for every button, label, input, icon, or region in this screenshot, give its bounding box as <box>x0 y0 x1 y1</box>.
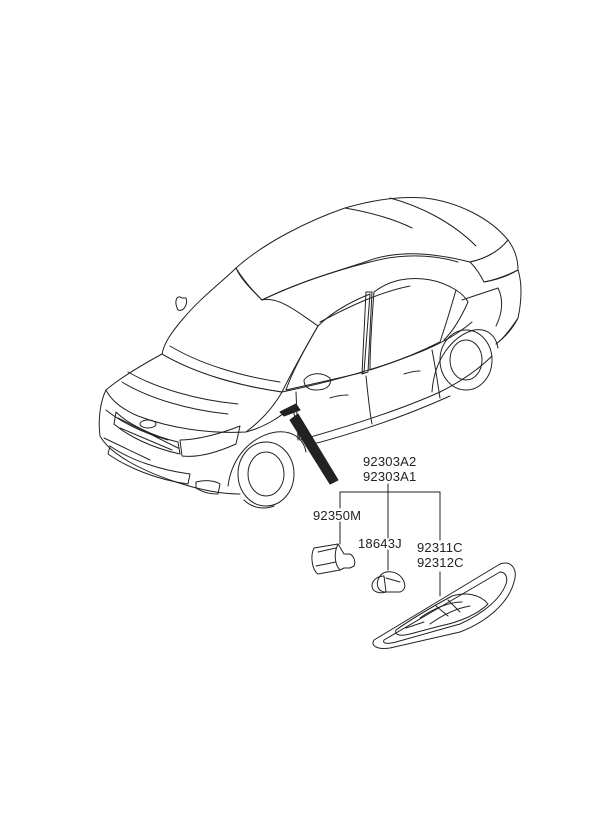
hood <box>105 353 283 433</box>
label-assembly-a2: 92303A2 <box>363 454 417 469</box>
car-illustration <box>98 197 522 509</box>
lamp-outer-housing <box>372 562 516 649</box>
socket-part <box>311 543 356 575</box>
side-mirror <box>303 373 331 391</box>
rear-wheel <box>439 329 493 391</box>
rear-wheel-arch <box>431 329 499 393</box>
leader-band <box>289 413 339 485</box>
front-grille <box>113 411 181 455</box>
windshield <box>161 267 319 393</box>
label-assembly-a1: 92303A1 <box>363 469 417 484</box>
label-lamp-lh: 92311C <box>417 540 463 555</box>
repeater-lamp-part <box>372 562 516 649</box>
rear-window <box>469 239 519 283</box>
label-lamp-rh: 92312C <box>417 555 464 570</box>
front-side-window <box>285 293 371 391</box>
lamp-lens <box>395 593 489 636</box>
front-wheel-arch <box>227 431 307 487</box>
brand-badge <box>139 419 157 429</box>
label-bulb: 18643J <box>358 536 402 551</box>
car-roof <box>235 197 509 301</box>
front-bumper <box>98 389 241 495</box>
side-repeater-location <box>279 403 301 417</box>
callout-lines <box>339 483 441 597</box>
bulb-part <box>371 571 406 594</box>
label-socket: 92350M <box>313 508 362 523</box>
headlight <box>179 425 241 457</box>
lamp-inner-rim <box>383 571 508 644</box>
rear-side-window <box>369 277 457 371</box>
front-wheel <box>237 441 295 507</box>
